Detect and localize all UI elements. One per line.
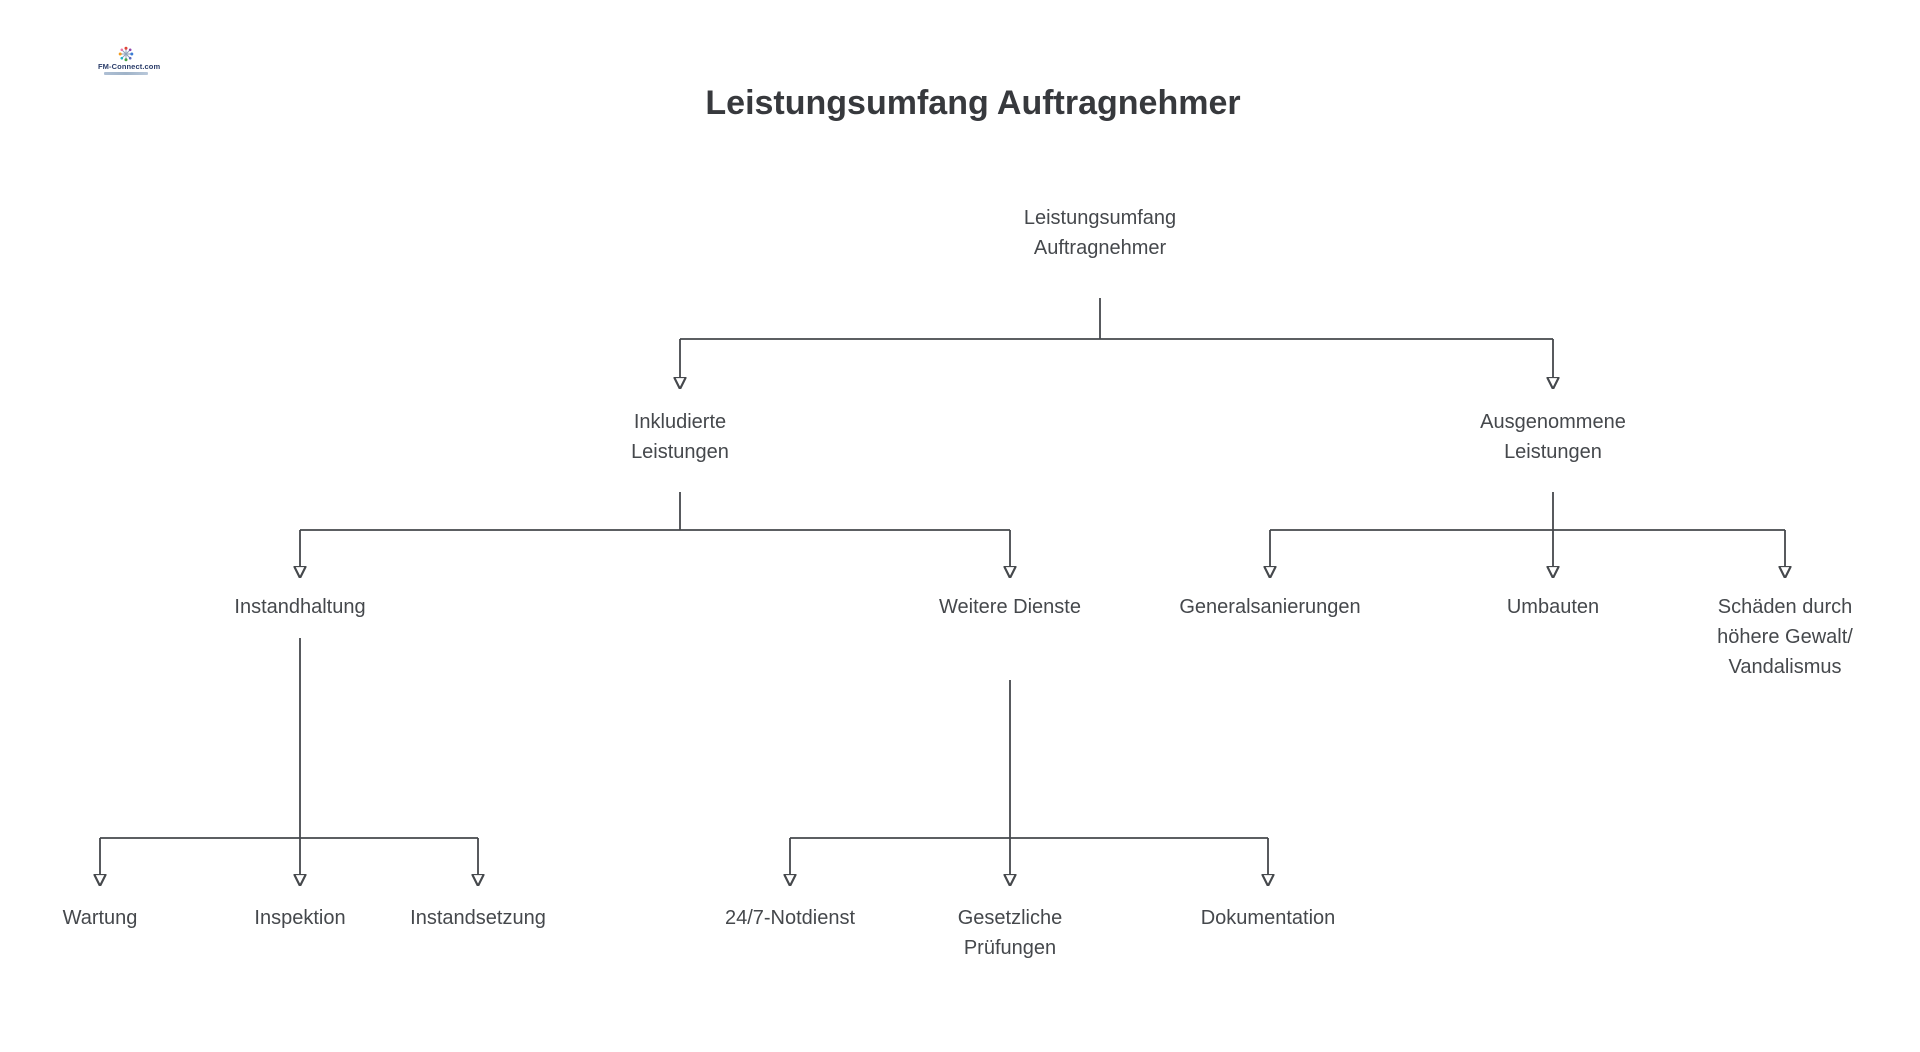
node-excluded: Ausgenommene Leistungen [1480,407,1626,467]
node-inspektion-line1: Inspektion [254,907,346,929]
node-pruefungen-line2: Prüfungen [963,937,1057,959]
node-damages-line2: höhere Gewalt/ [1717,626,1853,648]
node-maintenance-line1: Instandhaltung [234,596,366,618]
node-included: Inkludierte Leistungen [631,407,729,467]
node-excluded-line2: Leistungen [1504,441,1602,463]
node-inspektion: Inspektion [254,903,345,933]
node-notdienst-line1: 24/7-Notdienst [724,907,856,929]
node-pruefungen: Gesetzliche Prüfungen [958,903,1063,963]
logo-starburst-icon [98,46,154,62]
node-instandsetzung-line1: Instandsetzung [410,907,546,929]
node-dokumentation-line1: Dokumentation [1200,907,1336,929]
node-notdienst: 24/7-Notdienst [725,903,855,933]
node-instandsetzung: Instandsetzung [410,903,546,933]
node-wartung-line1: Wartung [62,907,138,929]
node-maintenance: Instandhaltung [234,592,365,622]
node-conversions-line1: Umbauten [1506,596,1600,618]
node-dokumentation: Dokumentation [1201,903,1336,933]
node-conversions: Umbauten [1507,592,1599,622]
node-included-line1: Inkludierte [633,411,727,433]
node-damages-line1: Schäden durch [1717,596,1853,618]
node-damages-line3: Vandalismus [1728,656,1842,678]
node-root-line2: Auftragnehmer [1033,237,1167,259]
node-included-line2: Leistungen [631,441,729,463]
node-renovations-line1: Generalsanierungen [1179,596,1361,618]
node-pruefungen-line1: Gesetzliche [957,907,1063,929]
node-services: Weitere Dienste [939,592,1081,622]
node-services-line1: Weitere Dienste [939,596,1081,618]
logo-tagline [104,72,148,75]
node-wartung: Wartung [63,903,138,933]
page-title: Leistungsumfang Auftragnehmer [705,84,1241,122]
node-renovations: Generalsanierungen [1179,592,1360,622]
logo-brand-text: FM-Connect.com [98,62,161,71]
node-excluded-line1: Ausgenommene [1480,411,1626,433]
fm-connect-logo: FM-Connect.com [98,46,161,75]
node-damages: Schäden durch höhere Gewalt/ Vandalismus [1717,592,1853,682]
node-root-line1: Leistungsumfang [1023,207,1177,229]
node-root: Leistungsumfang Auftragnehmer [1024,203,1176,263]
